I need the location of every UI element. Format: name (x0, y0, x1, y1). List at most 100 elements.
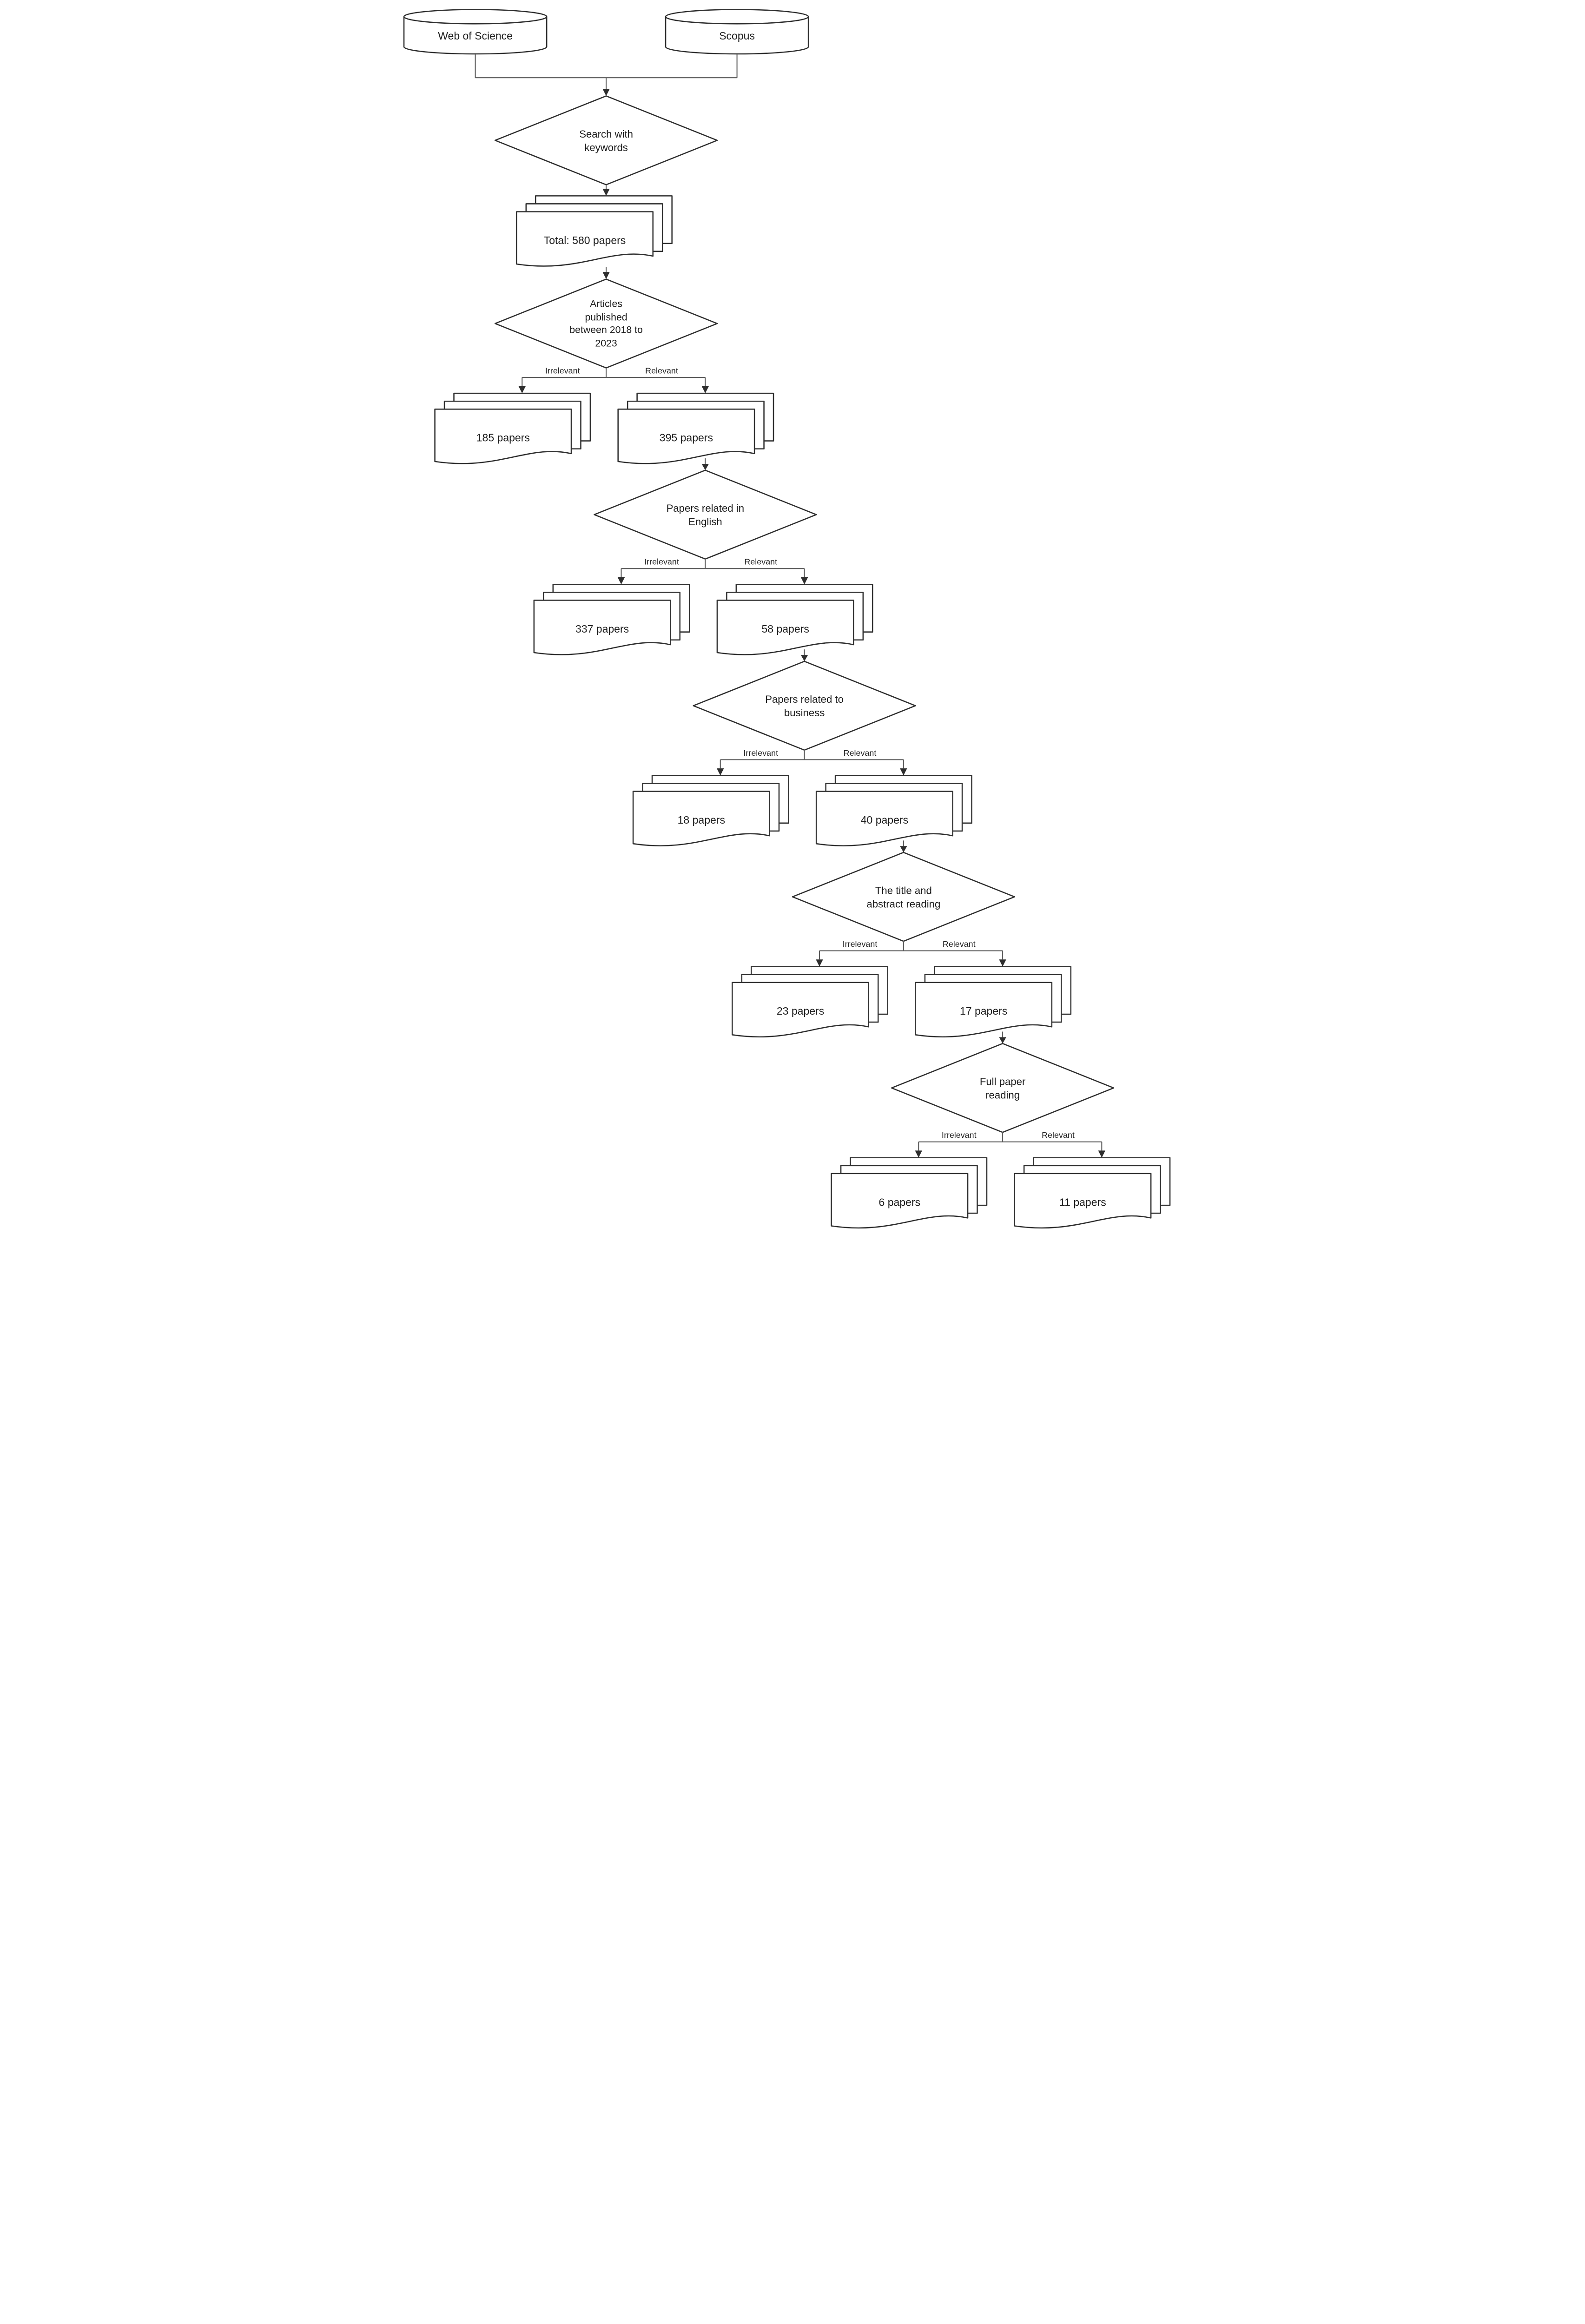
stack-label: 6 papers (879, 1196, 921, 1208)
node-web-of-science: Web of Science (403, 9, 548, 55)
arrowhead (701, 464, 709, 470)
arrowhead (602, 272, 610, 279)
branch-label-relevant: Relevant (744, 557, 777, 567)
node-stack-395: 395 papers (617, 392, 774, 464)
edge-total-to-d2 (602, 267, 610, 279)
decision-label-line: business (784, 707, 825, 719)
edge-d6-split: Irrelevant Relevant (915, 1130, 1106, 1158)
node-decision-full-paper: Full paper reading (891, 1043, 1115, 1133)
node-stack-18: 18 papers (632, 775, 789, 846)
branch-label-relevant: Relevant (943, 939, 976, 949)
document-front-page (516, 211, 654, 267)
edge-d3-split: Irrelevant Relevant (617, 557, 808, 585)
stack-label: 185 papers (476, 432, 530, 444)
arrowhead (915, 1150, 922, 1158)
diamond (494, 278, 718, 369)
node-decision-related-english: Papers related in English (594, 469, 817, 560)
branch-label-irrelevant: Irrelevant (843, 939, 878, 949)
arrowhead (1098, 1150, 1106, 1158)
stack-label: 40 papers (861, 814, 908, 826)
decision-label-line: Papers related in (667, 502, 745, 514)
node-decision-title-abstract: The title and abstract reading (792, 852, 1015, 942)
edge-sources-merge (475, 54, 738, 96)
decision-label-line: abstract reading (866, 898, 940, 910)
diamond (792, 852, 1015, 942)
diamond (494, 95, 718, 185)
document-front-page (915, 982, 1053, 1038)
decision-label-line: published (585, 311, 627, 323)
document-front-page (732, 982, 870, 1038)
edge-d5-split: Irrelevant Relevant (816, 939, 1006, 967)
scopus-label: Scopus (719, 30, 755, 42)
arrowhead (800, 577, 808, 585)
flowchart-canvas: Web of Science Scopus Search with keywor… (396, 0, 1189, 1239)
decision-label-line: reading (985, 1089, 1020, 1101)
arrowhead (816, 959, 823, 967)
branch-label-irrelevant: Irrelevant (942, 1130, 977, 1140)
edge-395-to-d3 (701, 458, 709, 470)
stack-label: 17 papers (960, 1005, 1007, 1017)
arrowhead (617, 577, 625, 585)
arrowhead (701, 386, 709, 394)
diamond (693, 660, 916, 751)
arrowhead (602, 89, 610, 96)
stack-label: 11 papers (1059, 1196, 1106, 1208)
edge-40-to-d5 (900, 840, 907, 852)
decision-label-line: Full paper (980, 1076, 1026, 1087)
cylinder-body (403, 16, 548, 55)
arrowhead (900, 846, 907, 852)
node-decision-published-2018-2023: Articles published between 2018 to 2023 (494, 278, 718, 369)
branch-label-irrelevant: Irrelevant (743, 748, 778, 758)
document-front-page (533, 600, 671, 655)
document-front-page (434, 409, 572, 464)
arrowhead (999, 959, 1006, 967)
cylinder-body (665, 16, 809, 55)
document-front-page (815, 791, 953, 846)
node-stack-58: 58 papers (716, 584, 873, 655)
stack-label: 18 papers (678, 814, 725, 826)
node-stack-337: 337 papers (533, 584, 690, 655)
decision-label-line: The title and (875, 885, 932, 896)
stack-label: 23 papers (777, 1005, 824, 1017)
arrowhead (717, 768, 724, 776)
node-stack-6: 6 papers (831, 1157, 988, 1229)
node-stack-11: 11 papers (1014, 1157, 1171, 1229)
paper-screening-flowchart: Web of Science Scopus Search with keywor… (403, 9, 1171, 1229)
node-stack-40: 40 papers (815, 775, 972, 846)
decision-label-line: Papers related to (765, 693, 844, 705)
node-stack-total-580: Total: 580 papers (516, 195, 673, 267)
document-front-page (1014, 1173, 1152, 1229)
arrowhead (999, 1037, 1006, 1044)
diamond (891, 1043, 1115, 1133)
arrowhead (800, 655, 808, 661)
stack-label: 395 papers (660, 432, 713, 444)
document-front-page (632, 791, 770, 846)
edge-d1-to-total (602, 185, 610, 196)
document-front-page (831, 1173, 969, 1229)
cylinder-top (665, 9, 809, 25)
node-decision-search-keywords: Search with keywords (494, 95, 718, 185)
edge-58-to-d4 (800, 649, 808, 661)
decision-label-line: between 2018 to (569, 324, 643, 336)
decision-label-line: Articles (590, 298, 622, 309)
decision-label-line: 2023 (595, 338, 617, 349)
arrowhead (518, 386, 526, 394)
arrowhead (602, 189, 610, 196)
arrowhead (900, 768, 907, 776)
document-front-page (716, 600, 854, 655)
node-stack-185: 185 papers (434, 392, 591, 464)
stack-label: Total: 580 papers (544, 234, 626, 246)
cylinder-top (403, 9, 548, 25)
decision-label-line: English (688, 516, 722, 528)
stack-label: 58 papers (761, 623, 809, 635)
branch-label-irrelevant: Irrelevant (545, 366, 580, 376)
stack-label: 337 papers (575, 623, 629, 635)
node-stack-17: 17 papers (915, 966, 1072, 1038)
branch-label-relevant: Relevant (1042, 1130, 1075, 1140)
web-of-science-label: Web of Science (438, 30, 513, 42)
branch-label-irrelevant: Irrelevant (644, 557, 679, 567)
node-stack-23: 23 papers (732, 966, 888, 1038)
node-scopus: Scopus (665, 9, 809, 55)
branch-label-relevant: Relevant (844, 748, 877, 758)
node-decision-related-business: Papers related to business (693, 660, 916, 751)
